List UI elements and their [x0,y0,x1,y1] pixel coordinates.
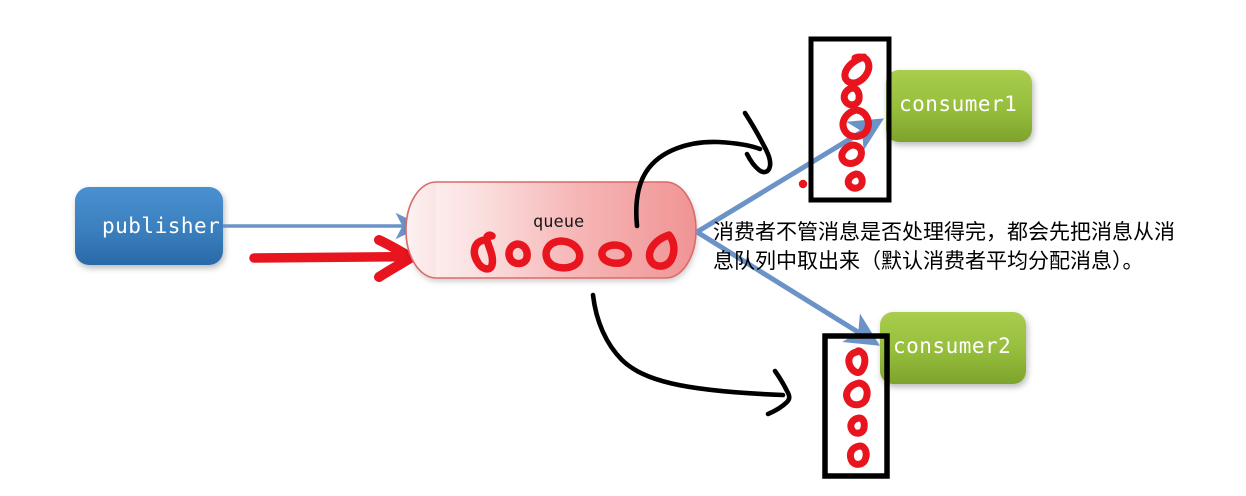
consumer2-buffer-frame [822,333,890,479]
consumer1-buffer-frame [808,36,892,203]
consumer2-message-marks [843,347,871,468]
queue-left-cap [405,181,437,279]
annotation-text: 消费者不管消息是否处理得完，都会先把消息从消 息队列中取出来（默认消费者平均分配… [713,218,1193,276]
consumer2-box[interactable] [880,312,1026,384]
arrow-queue-to-consumer1 [695,118,884,235]
red-handdrawn-arrow-to-queue [249,235,416,282]
arrow-queue-to-consumer2 [695,229,880,346]
queue-message-marks [470,231,678,273]
consumer1-node[interactable] [886,70,1032,142]
handdrawn-arrow-to-consumer2 [590,292,792,417]
consumer1-box[interactable] [886,70,1032,142]
handdrawn-arrow-to-consumer1 [633,110,773,229]
annotation-line-1: 消费者不管消息是否处理得完，都会先把消息从消 [713,220,1175,244]
publisher-node[interactable] [75,187,223,265]
publisher-box[interactable] [75,187,223,265]
red-dot-marker [798,179,808,189]
consumer2-node[interactable] [880,312,1026,384]
annotation-line-2: 息队列中取出来（默认消费者平均分配消息）。 [713,249,1144,273]
consumer1-message-marks [838,53,873,192]
